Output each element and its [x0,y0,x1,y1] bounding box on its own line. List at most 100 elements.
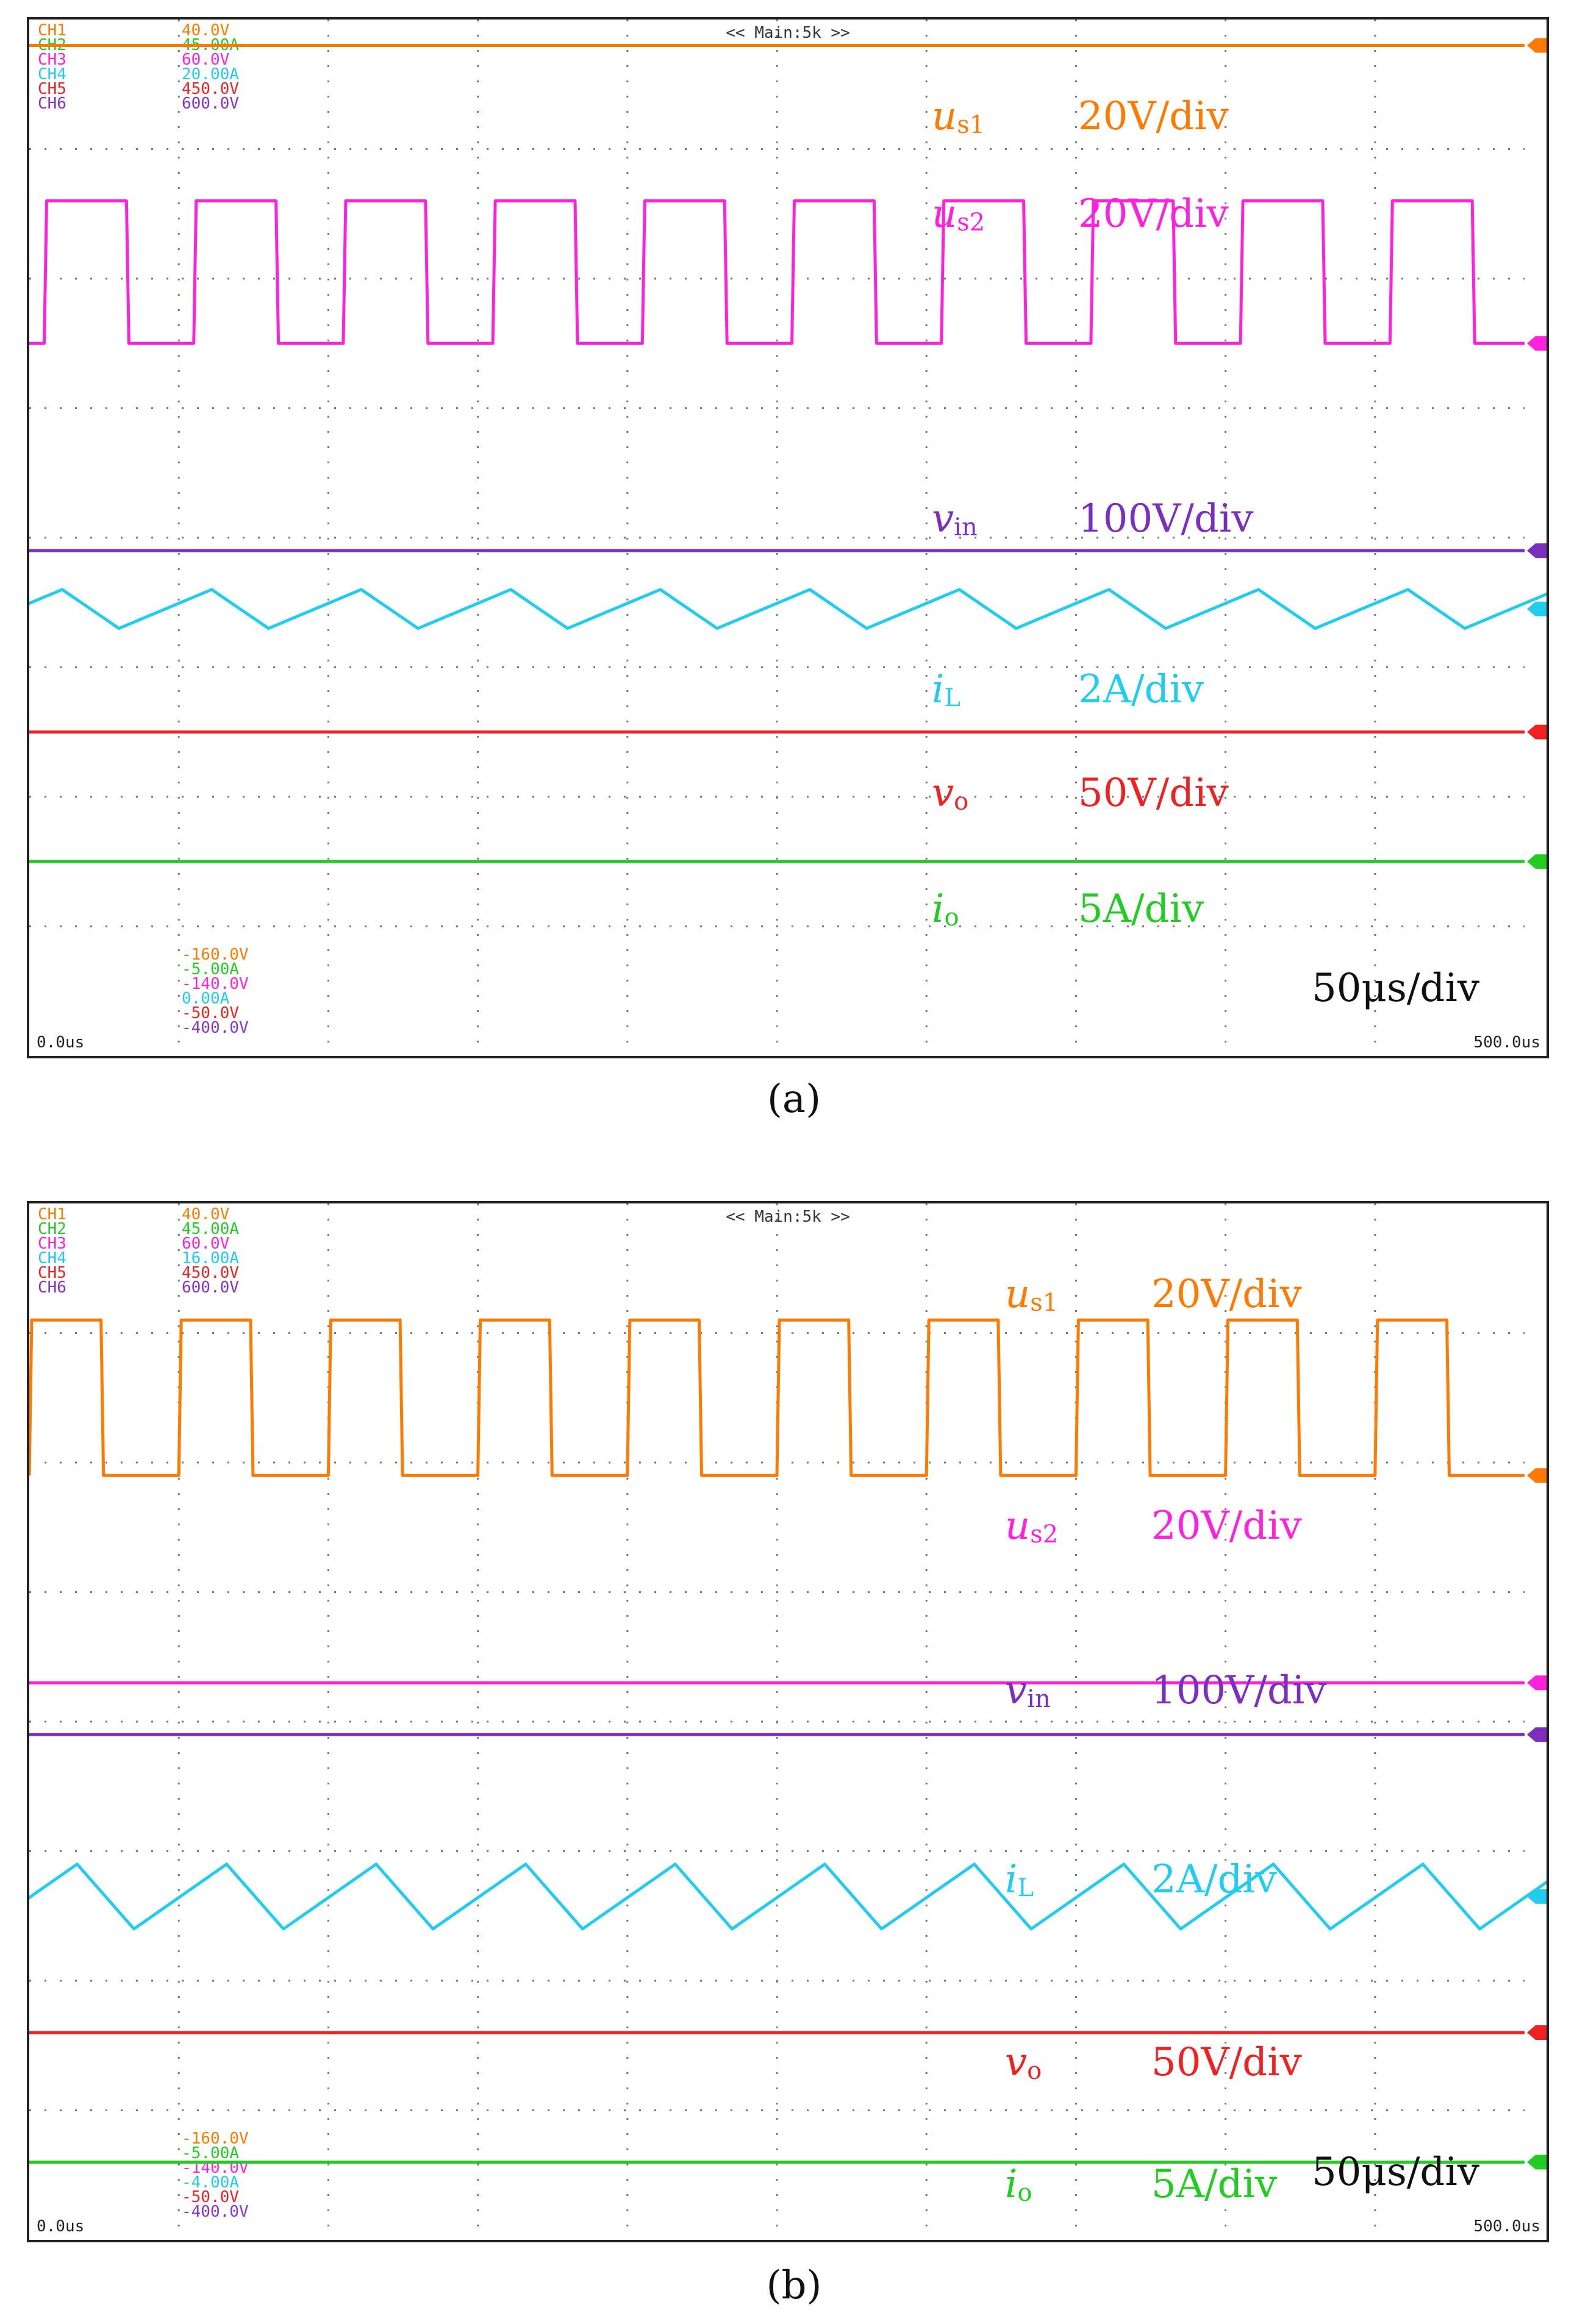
trace-symbol: v [932,496,954,541]
time-scale-label: 50μs/div [1312,966,1479,1011]
channel-scale: 20.00A [182,65,239,84]
channel-offset: -50.0V [182,1004,239,1022]
channel-offset: -5.00A [182,960,239,978]
channel-scale: 600.0V [182,1278,239,1297]
trace-symbol: u [932,191,957,237]
trace-label: us2 [1005,1503,1058,1549]
trace-marker-vin [1527,543,1547,558]
trace-symbol: v [1005,2040,1027,2085]
caption-b: (b) [766,2263,822,2308]
trace-label: iL [932,667,960,712]
trace-label: us1 [1005,1272,1058,1317]
trace-subscript: s1 [957,111,985,139]
channel-offset: -400.0V [182,1019,249,1037]
trace-scale: 50V/div [1151,2040,1302,2085]
trace-symbol: i [1005,2162,1017,2207]
channel-id: CH1 [38,1205,66,1224]
channel-offset: -160.0V [182,946,249,964]
trace-scale: 20V/div [1151,1503,1302,1549]
trace-symbol: i [932,886,944,932]
trace-marker-vin [1527,1727,1547,1742]
trace-subscript: o [1017,2179,1032,2207]
trace-us2 [29,199,1525,345]
trace-label: iL [1005,1857,1034,1902]
channel-id: CH6 [38,94,66,113]
trace-scale: 20V/div [1151,1272,1302,1317]
channel-id: CH3 [38,51,66,69]
channel-scale: 60.0V [182,1235,229,1253]
channel-offset: -4.00A [182,2173,239,2192]
channel-offset: -400.0V [182,2203,249,2221]
channel-id: CH2 [38,1220,66,1238]
trace-us1 [29,1318,1525,1477]
trace-marker-us2 [1527,336,1547,351]
trace-scale: 50V/div [1078,771,1229,816]
channel-scale: 40.0V [182,1205,229,1224]
trace-marker-us1 [1527,1468,1547,1483]
trace-symbol: i [932,667,944,712]
trace-marker-vo [1527,724,1547,740]
channel-offset: -160.0V [182,2130,249,2148]
trace-marker-us2 [1527,1675,1547,1691]
trace-subscript: in [1027,1685,1051,1713]
channel-scale: 450.0V [182,80,239,98]
trace-label: us2 [932,191,985,237]
caption-a: (a) [767,1077,821,1122]
channel-id: CH1 [38,21,66,40]
channel-id: CH4 [38,1249,66,1267]
trace-marker-io [1527,2155,1547,2170]
scope-header: << Main:5k >> [726,1208,850,1226]
channel-offset: -140.0V [182,975,249,993]
trace-symbol: u [932,94,957,139]
scope-header: << Main:5k >> [726,24,850,42]
time-start-label: 0.0us [37,2217,84,2236]
trace-symbol: v [932,771,954,816]
trace-scale: 5A/div [1151,2162,1277,2207]
channel-scale: 40.0V [182,21,229,40]
channel-id: CH6 [38,1278,66,1297]
trace-scale: 100V/div [1151,1668,1327,1713]
trace-scale: 5A/div [1078,886,1204,932]
trace-label: us1 [932,94,985,139]
trace-subscript: o [1027,2057,1042,2085]
channel-id: CH5 [38,1264,66,1282]
trace-subscript: o [954,788,968,816]
channel-offset: 0.00A [182,989,230,1008]
trace-scale: 2A/div [1151,1857,1277,1902]
trace-label: vo [932,771,968,816]
trace-symbol: i [1005,1857,1017,1902]
trace-label: vin [932,496,978,541]
trace-subscript: L [1017,1874,1034,1902]
trace-subscript: s2 [1030,1520,1058,1549]
trace-symbol: u [1005,1272,1030,1317]
trace-marker-us1 [1527,38,1547,53]
channel-scale: 60.0V [182,51,229,69]
time-end-label: 500.0us [1473,1033,1540,1052]
trace-subscript: L [944,684,960,712]
trace-subscript: o [944,904,959,932]
trace-subscript: s2 [957,209,985,237]
trace-subscript: s1 [1030,1289,1058,1317]
trace-scale: 100V/div [1078,496,1254,541]
channel-id: CH5 [38,80,66,98]
trace-marker-iL [1527,1889,1547,1904]
time-start-label: 0.0us [37,1033,84,1052]
time-scale-label: 50μs/div [1312,2150,1479,2195]
trace-label: io [1005,2162,1032,2207]
channel-offset: -5.00A [182,2144,239,2162]
channel-offset: -50.0V [182,2188,239,2206]
trace-label: vin [1005,1668,1051,1713]
channel-id: CH4 [38,65,66,84]
channel-id: CH3 [38,1235,66,1253]
channel-scale: 600.0V [182,94,239,113]
trace-scale: 2A/div [1078,667,1204,712]
trace-symbol: u [1005,1503,1030,1549]
trace-scale: 20V/div [1078,191,1229,237]
trace-label: vo [1005,2040,1042,2085]
trace-iL [29,588,1547,630]
